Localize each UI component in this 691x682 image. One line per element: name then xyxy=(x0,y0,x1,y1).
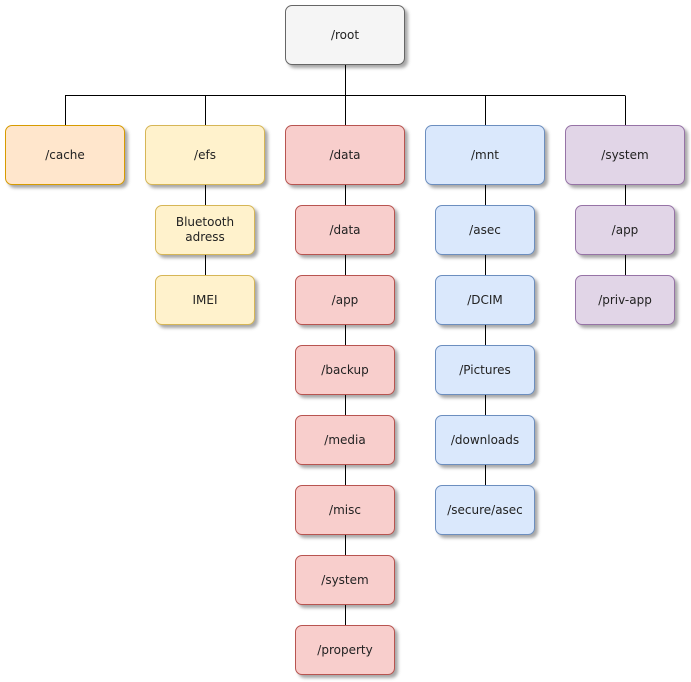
cache-node: /cache xyxy=(5,125,125,185)
root-label: /root xyxy=(330,27,360,42)
data-node: /data xyxy=(285,125,405,185)
data-child-label: /data xyxy=(329,222,361,237)
efs-label: /efs xyxy=(194,147,216,162)
system-node: /system xyxy=(565,125,685,185)
efs-child-label: Bluetooth adress xyxy=(175,215,235,244)
efs-child-bluetooth-adress: Bluetooth adress xyxy=(155,205,255,255)
data-child-property: /property xyxy=(295,625,395,675)
efs-child-imei: IMEI xyxy=(155,275,255,325)
efs-node: /efs xyxy=(145,125,265,185)
system-label: /system xyxy=(601,147,649,162)
data-child-label: /property xyxy=(317,642,373,657)
mnt-label: /mnt xyxy=(470,147,500,162)
mnt-child-pictures: /Pictures xyxy=(435,345,535,395)
mnt-child-label: /DCIM xyxy=(467,292,503,307)
data-child-label: /backup xyxy=(321,362,369,377)
mnt-node: /mnt xyxy=(425,125,545,185)
mnt-child-label: /secure/asec xyxy=(447,502,523,517)
mnt-child-label: /downloads xyxy=(450,432,520,447)
data-label: /data xyxy=(329,147,361,162)
data-child-system: /system xyxy=(295,555,395,605)
data-child-label: /app xyxy=(331,292,359,307)
mnt-child-dcim: /DCIM xyxy=(435,275,535,325)
mnt-child-label: /asec xyxy=(469,222,501,237)
data-child-label: /system xyxy=(321,572,369,587)
data-child-data: /data xyxy=(295,205,395,255)
system-child-priv-app: /priv-app xyxy=(575,275,675,325)
cache-label: /cache xyxy=(45,147,85,162)
efs-child-label: IMEI xyxy=(192,292,218,307)
data-child-backup: /backup xyxy=(295,345,395,395)
data-child-media: /media xyxy=(295,415,395,465)
data-child-label: /media xyxy=(324,432,366,447)
system-child-label: /priv-app xyxy=(598,292,652,307)
root-node: /root xyxy=(285,5,405,65)
mnt-child-secure-asec: /secure/asec xyxy=(435,485,535,535)
system-child-app: /app xyxy=(575,205,675,255)
mnt-child-downloads: /downloads xyxy=(435,415,535,465)
system-child-label: /app xyxy=(611,222,639,237)
mnt-child-asec: /asec xyxy=(435,205,535,255)
data-child-app: /app xyxy=(295,275,395,325)
data-child-label: /misc xyxy=(329,502,361,517)
data-child-misc: /misc xyxy=(295,485,395,535)
mnt-child-label: /Pictures xyxy=(459,362,511,377)
